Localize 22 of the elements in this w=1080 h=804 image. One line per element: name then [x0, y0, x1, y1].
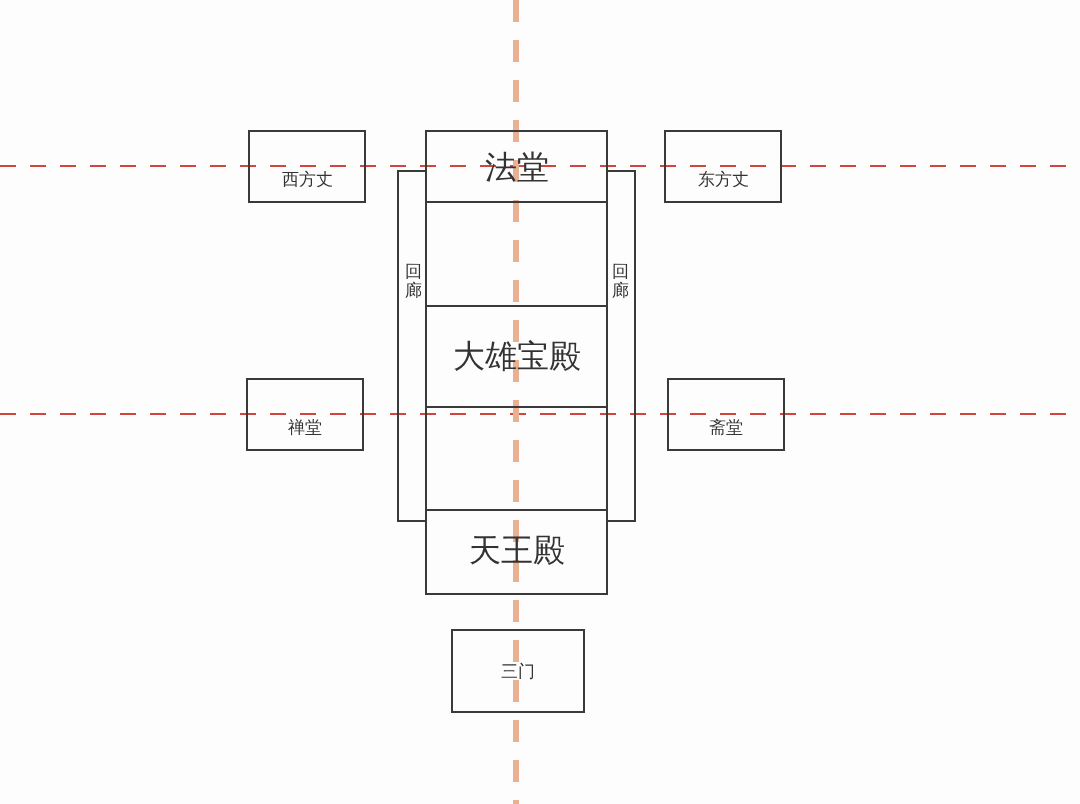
courtyard-box	[425, 201, 608, 307]
hall-name: 斋堂	[709, 418, 743, 437]
gate-box	[451, 629, 585, 713]
corridor-box	[397, 170, 427, 522]
hall-box	[425, 509, 608, 595]
hall-box	[425, 305, 608, 408]
hall-box	[246, 378, 364, 451]
hall-name: 回廊	[404, 262, 422, 300]
hall-name: 天王殿	[468, 533, 565, 569]
hall-name: 大雄宝殿	[452, 338, 581, 375]
hall-name: 东方丈	[697, 170, 749, 189]
hall-box	[425, 130, 608, 203]
hall-box	[664, 130, 782, 203]
hall-box	[248, 130, 366, 203]
hall-name: 三门	[501, 661, 535, 681]
hall-name: 回廊	[611, 262, 629, 300]
hall-name: 法堂	[484, 149, 549, 186]
hall-name: 西方丈	[281, 170, 333, 189]
hall-name: 禅堂	[288, 418, 322, 437]
corridor-box	[606, 170, 636, 522]
courtyard-box	[425, 406, 608, 511]
hall-box	[667, 378, 785, 451]
